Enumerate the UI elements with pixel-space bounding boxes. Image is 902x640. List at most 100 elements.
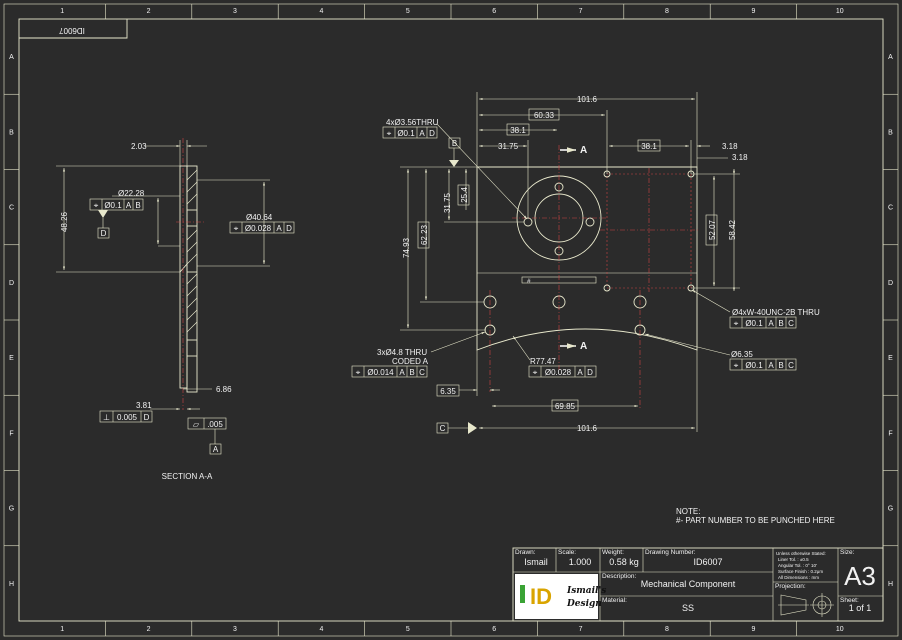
material-label: Material: xyxy=(602,597,627,604)
svg-text:D: D xyxy=(587,368,593,377)
fcf-4x-holes: ⌖ Ø0.1 A D xyxy=(382,126,438,139)
note-4x-holes: 4xØ3.56THRU xyxy=(386,118,439,127)
svg-text:A: A xyxy=(768,361,774,370)
svg-text:Ismail's: Ismail's xyxy=(566,586,606,596)
section-label: SECTION A-A xyxy=(162,472,213,481)
zone-col-label: 2 xyxy=(147,626,151,633)
zone-col-label: 9 xyxy=(751,8,755,15)
material-value: SS xyxy=(682,603,694,613)
dim-60-33: 60.33 xyxy=(534,111,555,120)
section-view: 2.03 48.26 Ø22.28 ⌖ Ø0.1 A B D Ø40.64 xyxy=(56,138,295,481)
tol-line-4: Surface Finish : 0.2μm xyxy=(778,569,823,574)
dim-dia-22-28: Ø22.28 xyxy=(118,189,145,198)
svg-text:⌖: ⌖ xyxy=(734,319,739,328)
drawn-value: Ismail xyxy=(524,557,548,567)
zone-col-label: 8 xyxy=(665,8,669,15)
projection-symbol-icon xyxy=(778,593,834,617)
zone-col-label: 6 xyxy=(492,626,496,633)
zone-col-label: 7 xyxy=(579,626,583,633)
section-arrow-a-bottom: A xyxy=(580,341,587,352)
svg-text:⌖: ⌖ xyxy=(533,368,538,377)
fcf-perpendicularity: ⊥ 0.005 D xyxy=(99,410,153,423)
svg-text:Ø0.1: Ø0.1 xyxy=(745,319,763,328)
dim-25-4: 25.4 xyxy=(460,187,469,203)
drawing-id-box: ID6007 xyxy=(19,19,128,39)
zone-row-label: H xyxy=(9,581,14,588)
zone-row-label: E xyxy=(9,355,14,362)
zone-col-label: 8 xyxy=(665,626,669,633)
svg-text:⊥: ⊥ xyxy=(103,413,110,422)
drawing-id-text: ID6007 xyxy=(59,26,85,35)
dim-52-07: 52.07 xyxy=(708,219,717,240)
zone-col-label: 10 xyxy=(836,8,844,15)
description-value: Mechanical Component xyxy=(641,579,736,589)
svg-text:A: A xyxy=(577,368,583,377)
dim-38-1-right: 38.1 xyxy=(641,142,657,151)
dim-48-26: 48.26 xyxy=(60,211,69,232)
datum-d-label: D xyxy=(101,229,107,238)
zone-row-label: C xyxy=(888,205,893,212)
tol-line-5: All Dimensions : mm xyxy=(778,575,819,580)
svg-text:⌖: ⌖ xyxy=(734,361,739,370)
size-value: A3 xyxy=(844,561,876,591)
svg-text:Ø0.1: Ø0.1 xyxy=(745,361,763,370)
fcf-dia-6-35: ⌖ Ø0.1 A B C xyxy=(729,358,797,371)
dim-101-6-bottom: 101.6 xyxy=(577,424,598,433)
note-block: NOTE: #- PART NUMBER TO BE PUNCHED HERE xyxy=(676,507,835,525)
description-label: Description: xyxy=(602,573,637,580)
svg-text:C: C xyxy=(788,319,794,328)
tol-line-1: Unless otherwise Stated: xyxy=(776,551,826,556)
note-dia-6-35: Ø6.35 xyxy=(731,350,753,359)
svg-text:Design: Design xyxy=(566,599,602,609)
svg-text:B: B xyxy=(135,201,140,210)
note-3x-holes: 3xØ4.8 THRU xyxy=(377,348,427,357)
zone-col-label: 3 xyxy=(233,8,237,15)
zone-col-label: 5 xyxy=(406,8,410,15)
zone-col-label: 2 xyxy=(147,8,151,15)
svg-text:B: B xyxy=(409,368,414,377)
svg-text:D: D xyxy=(144,413,150,422)
svg-text:A: A xyxy=(419,129,425,138)
sheet-border xyxy=(3,3,899,637)
dim-101-6-top: 101.6 xyxy=(577,95,598,104)
zone-col-label: 3 xyxy=(233,626,237,633)
zone-col-label: 4 xyxy=(319,626,323,633)
zone-row-label: F xyxy=(9,430,13,437)
drawing-number-value: ID6007 xyxy=(693,557,722,567)
zone-row-label: H xyxy=(888,581,893,588)
scale-value: 1.000 xyxy=(569,557,592,567)
svg-text:.005: .005 xyxy=(207,420,223,429)
zone-col-label: 4 xyxy=(319,8,323,15)
svg-text:A: A xyxy=(768,319,774,328)
zone-row-label: B xyxy=(9,129,14,136)
svg-text:A: A xyxy=(276,224,282,233)
zone-col-label: 1 xyxy=(60,626,64,633)
main-view: # 101.6 60.33 38. xyxy=(351,92,820,434)
svg-text:D: D xyxy=(286,224,292,233)
weight-label: Weight: xyxy=(602,549,624,556)
dim-2-03: 2.03 xyxy=(131,142,147,151)
drawing-number-label: Drawing Number: xyxy=(645,549,696,556)
fcf-thread: ⌖ Ø0.1 A B C xyxy=(729,316,797,329)
svg-text:Ø0.1: Ø0.1 xyxy=(104,201,122,210)
zone-row-label: G xyxy=(9,506,14,513)
dim-31-75-v: 31.75 xyxy=(443,192,452,213)
svg-text:⌖: ⌖ xyxy=(234,224,239,233)
section-arrow-a-top: A xyxy=(580,145,587,156)
dim-31-75: 31.75 xyxy=(498,142,519,151)
datum-b-label: B xyxy=(452,139,457,148)
svg-text:Ø0.028: Ø0.028 xyxy=(245,224,272,233)
zone-col-label: 9 xyxy=(751,626,755,633)
scale-label: Scale: xyxy=(558,549,576,556)
svg-text:⏥: ⏥ xyxy=(193,420,200,429)
dim-3-18-b: 3.18 xyxy=(732,153,748,162)
svg-text:B: B xyxy=(778,319,783,328)
datum-c-label: C xyxy=(440,424,446,433)
svg-text:⌖: ⌖ xyxy=(387,129,392,138)
dim-r-77-47: R77.47 xyxy=(530,357,556,366)
fcf-position-40-64: ⌖ Ø0.028 A D xyxy=(229,221,295,234)
note-title: NOTE: xyxy=(676,507,700,516)
